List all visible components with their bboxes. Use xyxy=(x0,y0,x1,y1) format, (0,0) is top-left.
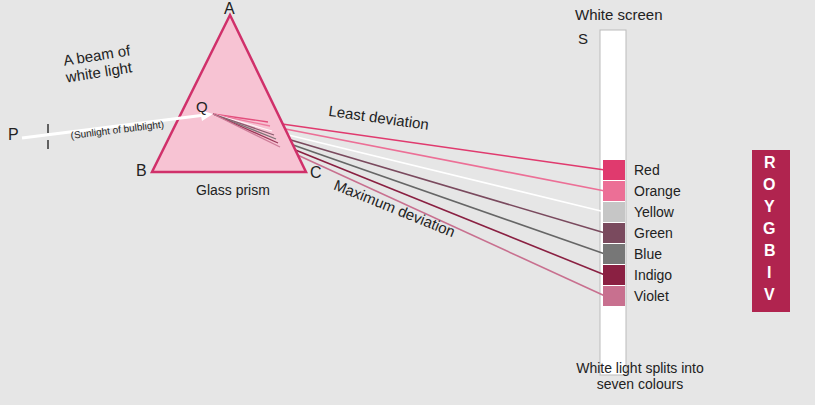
color-swatch xyxy=(603,265,625,285)
color-swatch xyxy=(603,223,625,243)
dispersed-rays xyxy=(268,122,605,296)
rays-inside-prism xyxy=(213,114,280,147)
glass-prism xyxy=(152,15,306,172)
text-label: V xyxy=(764,286,775,304)
legend-text: Yellow xyxy=(634,204,674,220)
color-swatch xyxy=(603,160,625,180)
text-label: C xyxy=(310,164,322,182)
legend-text: Indigo xyxy=(634,267,672,283)
text-label: White light splits into seven colours xyxy=(560,360,720,392)
text-label: Glass prism xyxy=(196,182,270,198)
text-label: White screen xyxy=(575,6,663,23)
legend-text: Red xyxy=(634,162,660,178)
text-label: P xyxy=(8,126,19,144)
text-label: Least deviation xyxy=(328,102,430,133)
beam-tick xyxy=(47,124,49,133)
text-label: Y xyxy=(764,198,775,216)
color-swatch xyxy=(603,286,625,306)
text-label: (Sunlight of bulblight) xyxy=(70,119,165,142)
text-label: S xyxy=(578,30,588,47)
legend-text: Blue xyxy=(634,246,662,262)
legend-text: Violet xyxy=(634,288,669,304)
color-swatch xyxy=(603,244,625,264)
legend-text: Orange xyxy=(634,183,681,199)
text-label: A xyxy=(224,0,235,18)
color-swatch xyxy=(603,181,625,201)
text-label: R xyxy=(764,154,776,172)
text-label: Q xyxy=(196,98,208,115)
spectrum-bar xyxy=(752,150,790,312)
text-label: I xyxy=(767,264,771,282)
color-swatch xyxy=(603,202,625,222)
text-label: A beam of white light xyxy=(62,37,161,86)
legend-text: Green xyxy=(634,225,673,241)
text-label: G xyxy=(763,220,775,238)
text-label: B xyxy=(136,162,147,180)
text-label: O xyxy=(763,176,775,194)
beam-tick xyxy=(47,140,49,149)
text-label: B xyxy=(764,242,776,260)
white-screen xyxy=(600,30,626,375)
